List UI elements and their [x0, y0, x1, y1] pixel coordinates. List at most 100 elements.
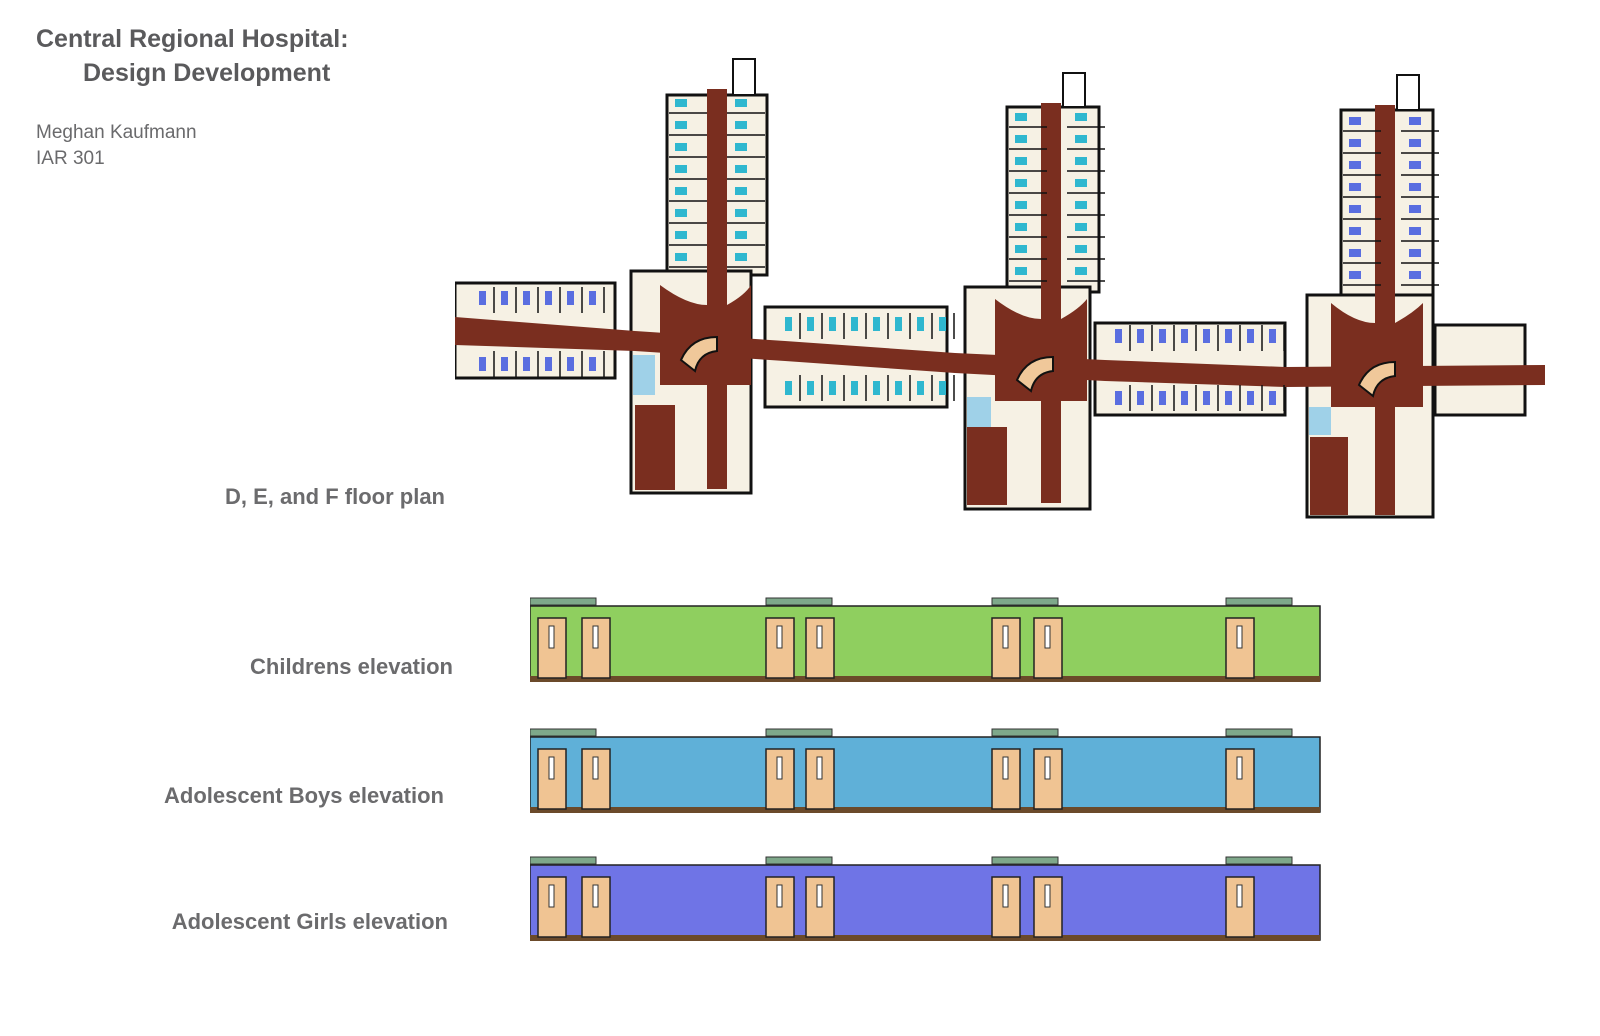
bed — [675, 99, 687, 107]
bed — [1409, 227, 1421, 235]
door-vision-panel — [548, 756, 555, 780]
door-vision-panel — [1002, 756, 1009, 780]
bed — [675, 253, 687, 261]
bed — [1409, 183, 1421, 191]
bed — [567, 291, 574, 305]
bed — [1349, 271, 1361, 279]
room-e — [967, 427, 1007, 505]
bed — [479, 291, 486, 305]
bed — [785, 381, 792, 395]
bed — [829, 317, 836, 331]
stair-d — [732, 58, 756, 96]
door-vision-panel — [1236, 625, 1243, 649]
main-corridor — [455, 317, 1545, 387]
bed — [785, 317, 792, 331]
ceiling-cove — [765, 856, 833, 865]
nurse-station-d — [679, 335, 718, 373]
bed — [589, 357, 596, 371]
bed — [1409, 117, 1421, 125]
door-vision-panel — [592, 756, 599, 780]
bed — [1137, 391, 1144, 405]
door-vision-panel — [776, 625, 783, 649]
room-partitions — [493, 112, 1439, 411]
door-vision-panel — [816, 884, 823, 908]
door-vision-panel — [592, 884, 599, 908]
bed — [1349, 161, 1361, 169]
bed — [501, 357, 508, 371]
door-vision-panel — [776, 884, 783, 908]
bed — [735, 187, 747, 195]
author-name: Meghan Kaufmann — [36, 122, 197, 143]
bed — [1409, 139, 1421, 147]
bed — [1349, 205, 1361, 213]
bed — [675, 165, 687, 173]
floor-strip — [530, 676, 1320, 682]
bed — [1115, 391, 1122, 405]
room-d — [635, 405, 675, 490]
door-vision-panel — [1236, 884, 1243, 908]
door-vision-panel — [816, 756, 823, 780]
childrens-elevation-drawing — [530, 597, 1321, 682]
bed — [589, 291, 596, 305]
bed — [1015, 179, 1027, 187]
door-vision-panel — [1044, 884, 1051, 908]
lobby-e — [995, 299, 1087, 401]
door-vision-panel — [776, 756, 783, 780]
bed — [939, 317, 946, 331]
bed — [873, 317, 880, 331]
bed — [735, 165, 747, 173]
bed — [1409, 249, 1421, 257]
elevation-wall — [530, 605, 1321, 682]
bed — [1269, 391, 1276, 405]
bed — [1115, 329, 1122, 343]
floor-strip — [530, 935, 1320, 941]
bed — [675, 231, 687, 239]
stair-f — [1396, 74, 1420, 111]
bed — [1203, 329, 1210, 343]
ceiling-cove — [991, 856, 1059, 865]
floor-plan-drawing — [455, 58, 1545, 519]
bed — [1015, 223, 1027, 231]
bed — [1203, 391, 1210, 405]
bed — [567, 357, 574, 371]
door-vision-panel — [1044, 756, 1051, 780]
ceiling-cove — [991, 597, 1059, 606]
bed — [1409, 205, 1421, 213]
door-vision-panel — [592, 625, 599, 649]
boys-elevation-drawing — [530, 728, 1321, 813]
bed — [1015, 157, 1027, 165]
bed — [523, 291, 530, 305]
bed — [1409, 271, 1421, 279]
bed — [917, 317, 924, 331]
bed — [1075, 135, 1087, 143]
bed — [675, 143, 687, 151]
corridor-tower-e — [1041, 103, 1061, 503]
tub-room-e — [967, 397, 991, 427]
elevation-wall — [530, 864, 1321, 941]
door — [991, 876, 1021, 938]
bed — [523, 357, 530, 371]
bed — [1137, 329, 1144, 343]
bed — [735, 209, 747, 217]
bed — [735, 143, 747, 151]
bed — [1075, 223, 1087, 231]
bed — [1409, 161, 1421, 169]
nurse-station-f — [1357, 360, 1396, 398]
bed — [1075, 267, 1087, 275]
bed — [675, 187, 687, 195]
door-vision-panel — [1236, 756, 1243, 780]
bed — [1159, 391, 1166, 405]
bed — [735, 121, 747, 129]
bed — [1075, 157, 1087, 165]
bed — [1181, 329, 1188, 343]
boys-elevation-label: Adolescent Boys elevation — [164, 783, 444, 808]
tub-rooms — [633, 355, 1331, 435]
childrens-elevation-label: Childrens elevation — [250, 654, 453, 679]
bed — [829, 381, 836, 395]
bed — [939, 381, 946, 395]
door-vision-panel — [548, 625, 555, 649]
bed — [735, 253, 747, 261]
bed — [1015, 135, 1027, 143]
bed — [917, 381, 924, 395]
bed — [1181, 391, 1188, 405]
